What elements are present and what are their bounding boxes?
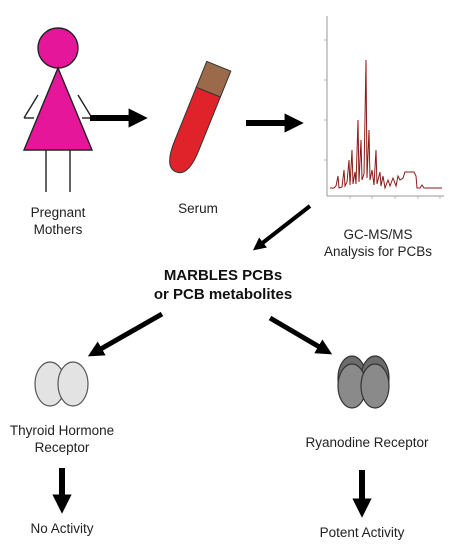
serum-label: Serum: [158, 200, 238, 217]
chromatogram-plot: [316, 10, 446, 208]
arrow-marbles-to-thyroid: [87, 311, 164, 357]
ryanodine-receptor-icon: [337, 355, 390, 409]
serum-label-text: Serum: [178, 201, 218, 216]
potent-activity-label-text: Potent Activity: [319, 525, 405, 540]
marbles-label-line2: or PCB metabolites: [153, 286, 293, 303]
thyroid-label-line1: Thyroid Hormone: [9, 423, 115, 438]
arrow-gcms-to-marbles: [252, 204, 312, 251]
arrow-marbles-to-ryanodine: [268, 315, 333, 355]
gcms-label-line1: GC-MS/MS: [343, 227, 413, 242]
ryanodine-label-text: Ryanodine Receptor: [305, 435, 429, 450]
marbles-label-line1: MARBLES PCBs: [163, 267, 283, 284]
gcms-label: GC-MS/MS Analysis for PCBs: [308, 226, 448, 260]
thyroid-label-line2: Receptor: [34, 440, 90, 455]
serum-tube-icon: [169, 60, 232, 174]
thyroid-label: Thyroid Hormone Receptor: [0, 422, 124, 456]
no-activity-label-text: No Activity: [30, 521, 94, 536]
ryanodine-label: Ryanodine Receptor: [292, 434, 442, 451]
marbles-label: MARBLES PCBs or PCB metabolites: [118, 266, 328, 304]
no-activity-label: No Activity: [12, 520, 112, 537]
gcms-label-line2: Analysis for PCBs: [323, 244, 433, 259]
potent-activity-label: Potent Activity: [305, 524, 419, 541]
mothers-label-line2: Mothers: [33, 222, 83, 237]
thyroid-receptor-icon: [34, 361, 89, 407]
mothers-label-line1: Pregnant: [30, 205, 86, 220]
pregnant-mother-icon: [22, 27, 94, 192]
mothers-label: Pregnant Mothers: [8, 204, 108, 238]
